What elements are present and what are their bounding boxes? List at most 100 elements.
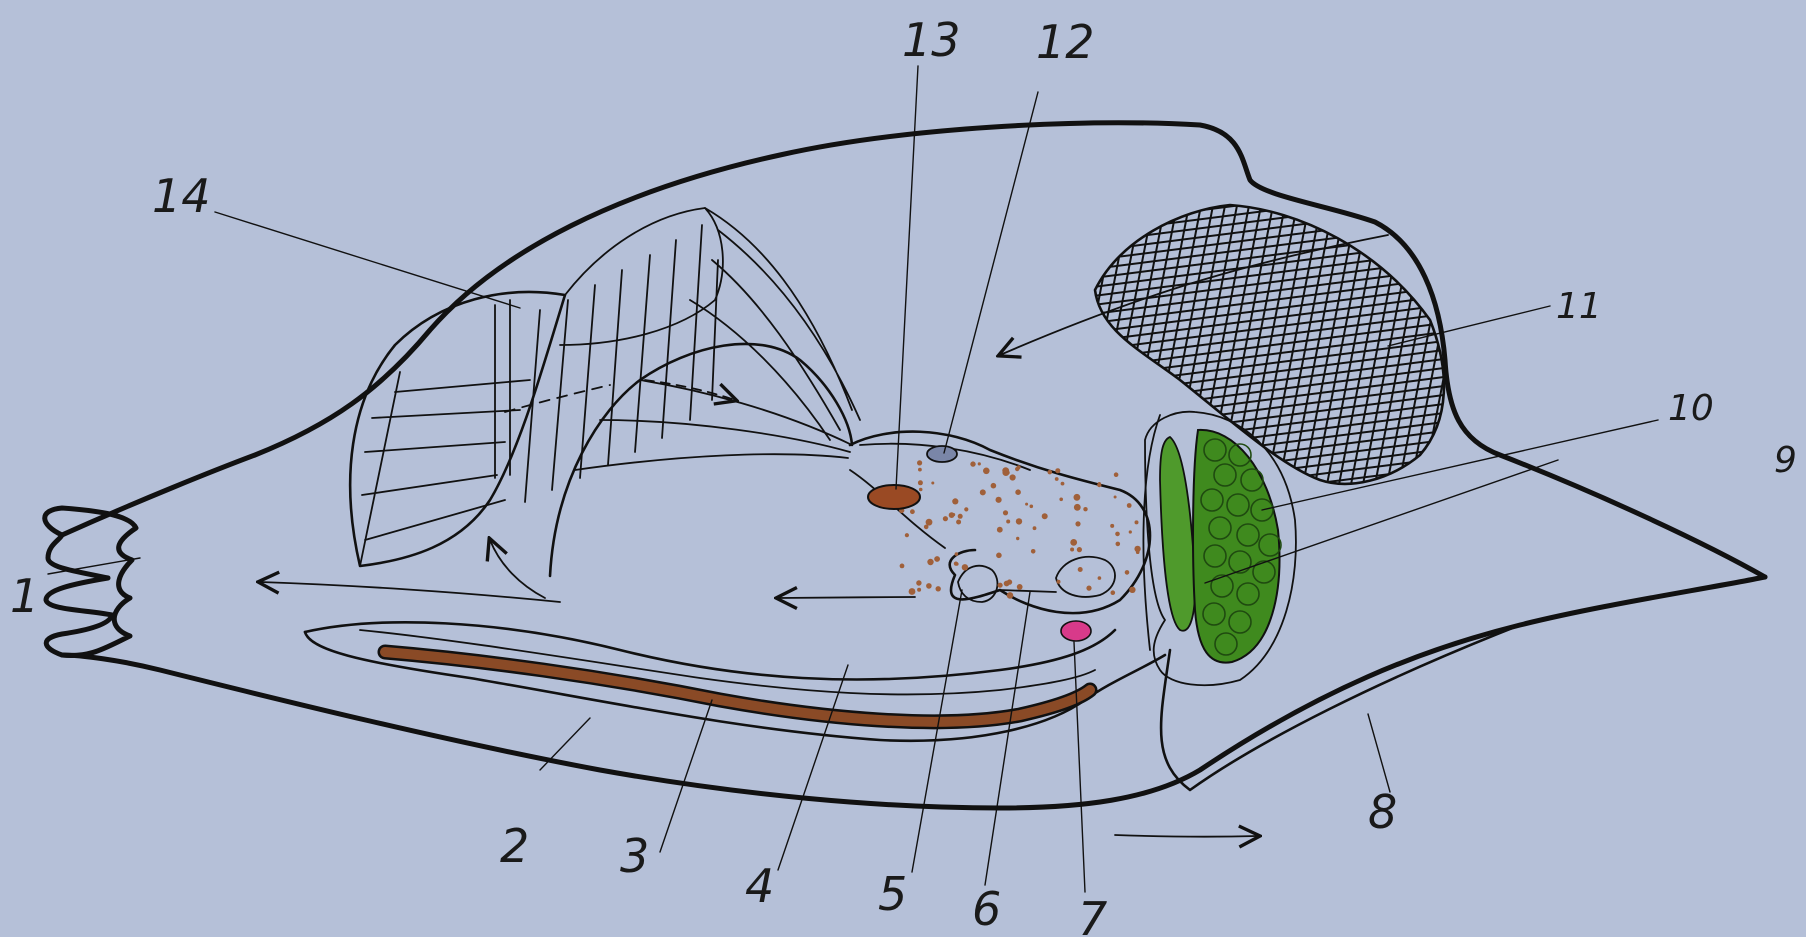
brown-spot-13 xyxy=(868,485,920,509)
speckle-dot xyxy=(1097,483,1101,487)
speckle-dot xyxy=(956,520,961,525)
speckle-dot xyxy=(1074,494,1081,501)
speckle-dot xyxy=(1077,547,1082,552)
hatch-line xyxy=(1036,190,1096,500)
speckle-dot xyxy=(1031,549,1036,554)
speckle-dot xyxy=(1098,576,1102,580)
speckle-dot xyxy=(1110,524,1114,528)
speckle-dot xyxy=(1016,537,1019,540)
speckle-dot xyxy=(926,519,933,526)
speckle-dot xyxy=(1083,507,1087,511)
speckles xyxy=(899,460,1141,598)
central-organ xyxy=(850,432,1150,613)
speckle-dot xyxy=(991,483,997,489)
speckle-dot xyxy=(936,586,941,591)
speckle-dot xyxy=(1070,548,1074,552)
speckle-dot xyxy=(954,562,958,566)
speckle-dot xyxy=(943,516,948,521)
label-2: 2 xyxy=(500,819,529,873)
speckle-dot xyxy=(1086,586,1091,591)
hatch-line xyxy=(1000,190,1060,500)
speckle-dot xyxy=(918,480,923,485)
label-8: 8 xyxy=(1368,785,1397,839)
speckle-dot xyxy=(1070,539,1077,546)
speckle-dot xyxy=(1016,518,1022,524)
speckle-dot xyxy=(983,468,990,475)
muscle-region xyxy=(350,208,860,576)
speckle-dot xyxy=(1007,592,1014,599)
speckle-dot xyxy=(1003,510,1008,515)
speckle-dot xyxy=(964,507,968,511)
speckle-dot xyxy=(1111,590,1116,595)
speckle-dot xyxy=(1114,496,1117,499)
speckle-dot xyxy=(1061,482,1065,486)
hatch-line xyxy=(1072,190,1132,500)
speckle-dot xyxy=(1127,503,1132,508)
leader-lines xyxy=(48,66,1658,892)
label-10: 10 xyxy=(1668,388,1714,429)
speckle-dot xyxy=(900,564,905,569)
speckle-dot xyxy=(1059,498,1063,502)
hatch-line xyxy=(1024,190,1084,500)
speckle-dot xyxy=(924,525,929,530)
hatch-line xyxy=(1276,190,1336,500)
speckle-dot xyxy=(1129,587,1135,593)
body-outline xyxy=(45,123,1765,808)
speckle-dot xyxy=(909,588,916,595)
speckle-dot xyxy=(996,497,1002,503)
speckle-dot xyxy=(917,588,921,592)
speckle-dot xyxy=(926,583,932,589)
hatch-line xyxy=(1070,159,1460,209)
speckle-dot xyxy=(1048,470,1053,475)
speckle-dot xyxy=(931,482,934,485)
label-13: 13 xyxy=(902,13,961,67)
speckle-dot xyxy=(1002,467,1009,474)
hatch-line xyxy=(1048,190,1108,500)
blue-spot-12 xyxy=(927,446,957,462)
hatch-line xyxy=(1300,190,1360,500)
speckle-dot xyxy=(918,468,922,472)
speckle-dot xyxy=(917,460,922,465)
label-9: 9 xyxy=(1774,440,1797,481)
speckle-dot xyxy=(1135,520,1139,524)
speckle-dot xyxy=(1055,468,1060,473)
speckle-dot xyxy=(1136,550,1140,554)
speckle-dot xyxy=(919,488,923,492)
speckle-dot xyxy=(1055,477,1059,481)
label-14: 14 xyxy=(152,169,211,223)
speckle-dot xyxy=(916,580,921,585)
speckle-dot xyxy=(1033,526,1037,530)
speckle-dot xyxy=(1115,532,1120,537)
label-4: 4 xyxy=(745,859,774,913)
speckle-dot xyxy=(1042,513,1048,519)
hatch-line xyxy=(1070,150,1460,200)
speckle-dot xyxy=(1017,584,1023,590)
speckle-dot xyxy=(952,498,958,504)
label-11: 11 xyxy=(1556,286,1602,327)
pink-spot-7 xyxy=(1061,621,1091,641)
hatch-line xyxy=(1420,190,1480,500)
speckle-dot xyxy=(955,552,959,556)
speckle-dot xyxy=(1057,580,1061,584)
speckle-dot xyxy=(1075,521,1080,526)
speckle-dot xyxy=(905,533,909,537)
speckle-dot xyxy=(1114,472,1119,477)
label-5: 5 xyxy=(878,867,907,921)
speckle-dot xyxy=(1015,467,1019,471)
hatch-line xyxy=(1096,190,1156,500)
speckle-dot xyxy=(962,564,968,570)
speckle-dot xyxy=(1116,542,1121,547)
speckle-dot xyxy=(970,461,975,466)
hatch-line xyxy=(1012,190,1072,500)
speckle-dot xyxy=(1125,570,1130,575)
speckle-dot xyxy=(952,513,955,516)
number-labels: 1 2 3 4 5 6 7 8 9 10 11 12 13 14 xyxy=(10,13,1797,937)
label-3: 3 xyxy=(620,829,649,883)
label-6: 6 xyxy=(972,882,1001,936)
speckle-dot xyxy=(1025,503,1028,506)
speckle-dot xyxy=(934,556,940,562)
label-1: 1 xyxy=(10,569,39,623)
speckle-dot xyxy=(1030,505,1034,509)
speckle-dot xyxy=(1010,474,1016,480)
